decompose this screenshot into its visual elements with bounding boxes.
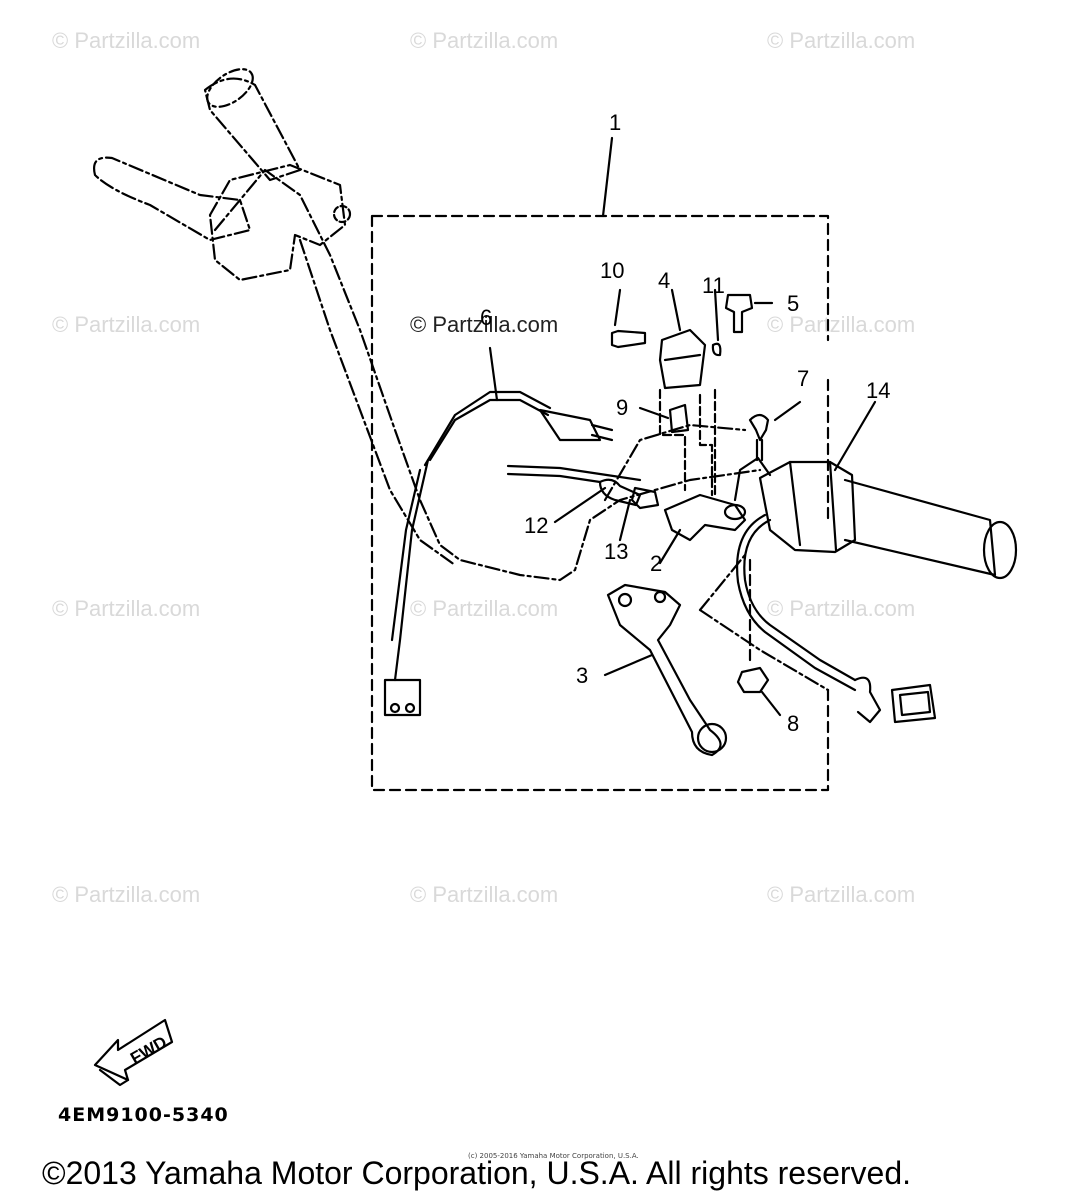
callout-3: 3 xyxy=(576,663,589,688)
callout-13: 13 xyxy=(604,539,629,564)
bolt-5 xyxy=(724,293,754,334)
nut-8 xyxy=(736,666,770,694)
wire-upper xyxy=(506,464,642,482)
right-grip xyxy=(843,478,997,577)
nut-13 xyxy=(630,486,660,510)
callout-14: 14 xyxy=(866,378,891,403)
callout-7: 7 xyxy=(797,366,810,391)
left-lever-phantom xyxy=(93,156,252,242)
left-grip-end-phantom xyxy=(206,68,254,108)
callout-6: 6 xyxy=(480,305,493,330)
left-grip-phantom xyxy=(203,77,302,182)
bolt-10 xyxy=(610,329,647,349)
callout-11: 11 xyxy=(702,273,725,298)
assembly-box xyxy=(370,214,830,792)
watermark: © Partzilla.com xyxy=(52,882,201,907)
leader-1 xyxy=(601,136,614,218)
callout-8: 8 xyxy=(787,711,800,736)
cable-6 xyxy=(428,398,550,462)
handlebar-phantom xyxy=(213,168,762,582)
callout-12: 12 xyxy=(524,513,549,538)
connector-right xyxy=(890,683,937,724)
watermark: © Partzilla.com xyxy=(767,882,916,907)
holder-4 xyxy=(658,328,707,390)
screw-7 xyxy=(748,413,770,442)
clip-11 xyxy=(711,342,722,357)
part-number: 4EM9100-5340 xyxy=(58,1104,229,1126)
watermark: © Partzilla.com xyxy=(410,882,559,907)
callout-2: 2 xyxy=(650,551,663,576)
callout-1: 1 xyxy=(609,110,622,135)
watermark: © Partzilla.com xyxy=(52,312,201,337)
callout-4: 4 xyxy=(658,268,671,293)
lever-3 xyxy=(606,583,722,757)
fwd-label: FWD xyxy=(127,1032,170,1068)
callout-10: 10 xyxy=(600,258,625,283)
callout-5: 5 xyxy=(787,291,800,316)
small-notice: (c) 2005-2016 Yamaha Motor Corporation, … xyxy=(468,1152,639,1160)
right-grip-end xyxy=(982,520,1018,580)
callout-9: 9 xyxy=(616,395,629,420)
cable-6-end xyxy=(538,408,602,442)
watermark: © Partzilla.com xyxy=(767,28,916,53)
cable-6-down xyxy=(393,458,430,682)
watermark: © Partzilla.com xyxy=(52,28,201,53)
watermark: © Partzilla.com xyxy=(52,596,201,621)
watermark: © Partzilla.com xyxy=(767,312,916,337)
watermark: © Partzilla.com xyxy=(410,596,559,621)
copyright-notice: ©2013 Yamaha Motor Corporation, U.S.A. A… xyxy=(42,1155,912,1191)
wire-right xyxy=(743,518,857,682)
watermark: © Partzilla.com xyxy=(410,312,559,337)
throttle-housing-14 xyxy=(758,460,857,554)
lever-3-ball xyxy=(696,722,728,754)
watermark: © Partzilla.com xyxy=(767,596,916,621)
handlebar-phantom-inner xyxy=(603,423,747,502)
connector-left xyxy=(383,678,422,717)
fwd-arrow xyxy=(93,1018,174,1082)
left-perch-bolt-phantom xyxy=(332,204,352,224)
handlebar-phantom-lower xyxy=(298,238,457,567)
watermark: © Partzilla.com xyxy=(410,28,559,53)
switch-9 xyxy=(668,403,690,434)
left-perch-phantom xyxy=(208,163,347,282)
